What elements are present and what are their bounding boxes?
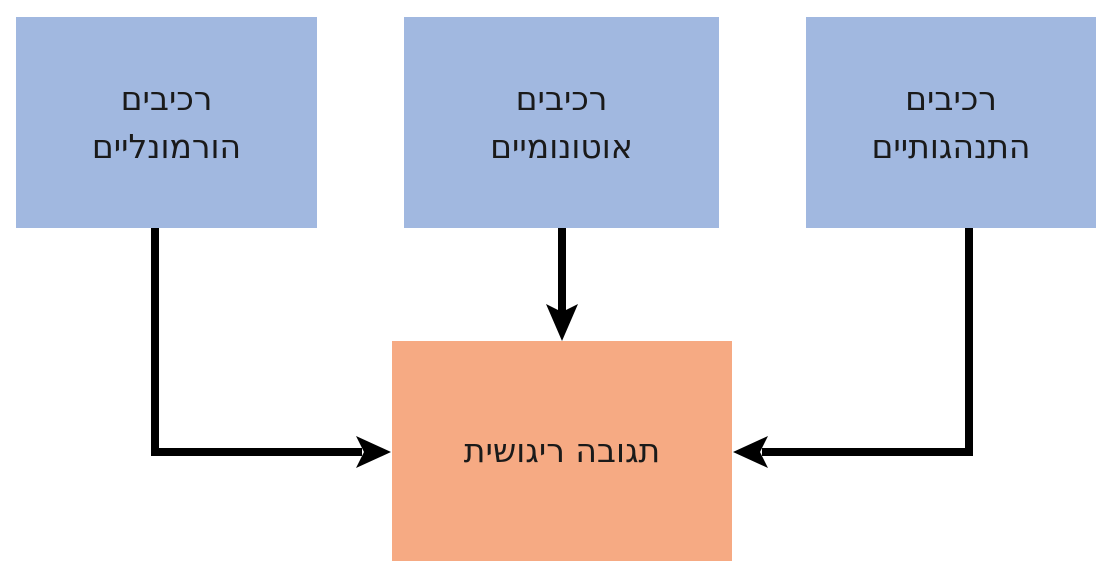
emotional-response-box: תגובה ריגושית <box>392 341 732 561</box>
behavioral-to-emotional-line <box>762 228 973 456</box>
hormonal-components-box: רכיבים הורמונליים <box>16 17 317 228</box>
hormonal-box-line1: רכיבים <box>120 78 213 118</box>
autonomic-box-line1: רכיבים <box>515 78 608 118</box>
autonomic-to-emotional-arrowhead <box>546 304 578 341</box>
hormonal-to-emotional-arrowhead <box>356 436 391 468</box>
hormonal-box-line2: הורמונליים <box>91 126 242 166</box>
behavioral-box-line1: רכיבים <box>905 78 997 118</box>
emotional-box-label: תגובה ריגושית <box>463 431 661 470</box>
autonomic-components-box: רכיבים אוטונומיים <box>404 17 719 228</box>
behavioral-to-emotional-arrowhead <box>733 436 768 468</box>
behavioral-box-line2: התנהגותיים <box>871 126 1031 166</box>
autonomic-box-line2: אוטונומיים <box>490 126 633 166</box>
behavioral-components-box: רכיבים התנהגותיים <box>806 17 1096 228</box>
hormonal-to-emotional-line <box>151 228 362 456</box>
